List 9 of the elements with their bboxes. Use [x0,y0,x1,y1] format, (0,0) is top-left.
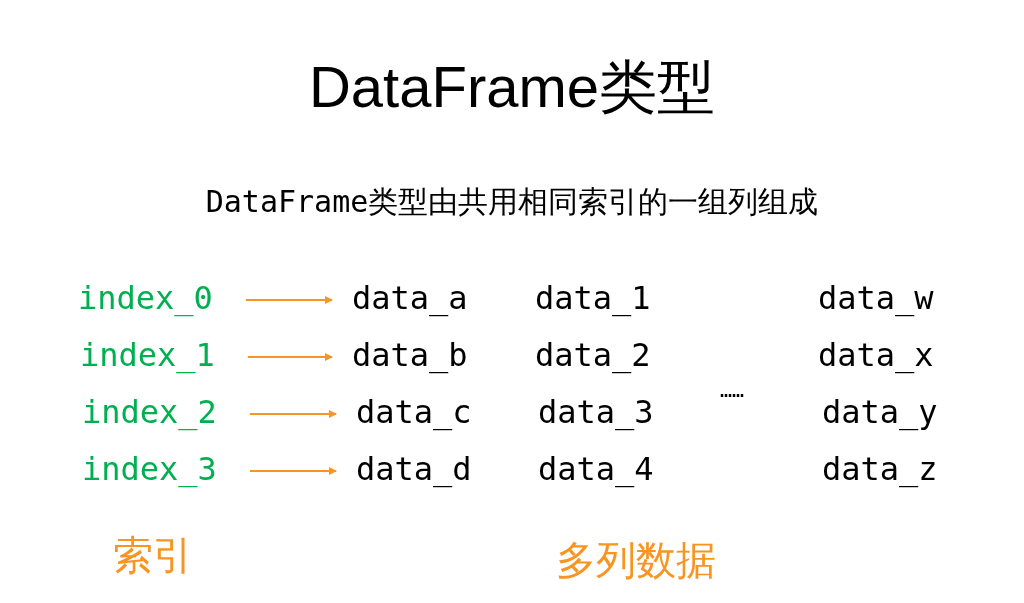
arrow [246,353,333,361]
arrow [244,296,333,304]
arrow [248,410,337,418]
caption-label: 多列数据 [556,540,716,580]
arrow [248,467,337,475]
caption-label: 索引 [113,535,193,575]
title: DataFrame类型 [307,58,717,116]
ellipsis: …… [720,380,745,400]
subtitle: DataFrame类型由共用相同索引的一组列组成 [204,187,820,217]
